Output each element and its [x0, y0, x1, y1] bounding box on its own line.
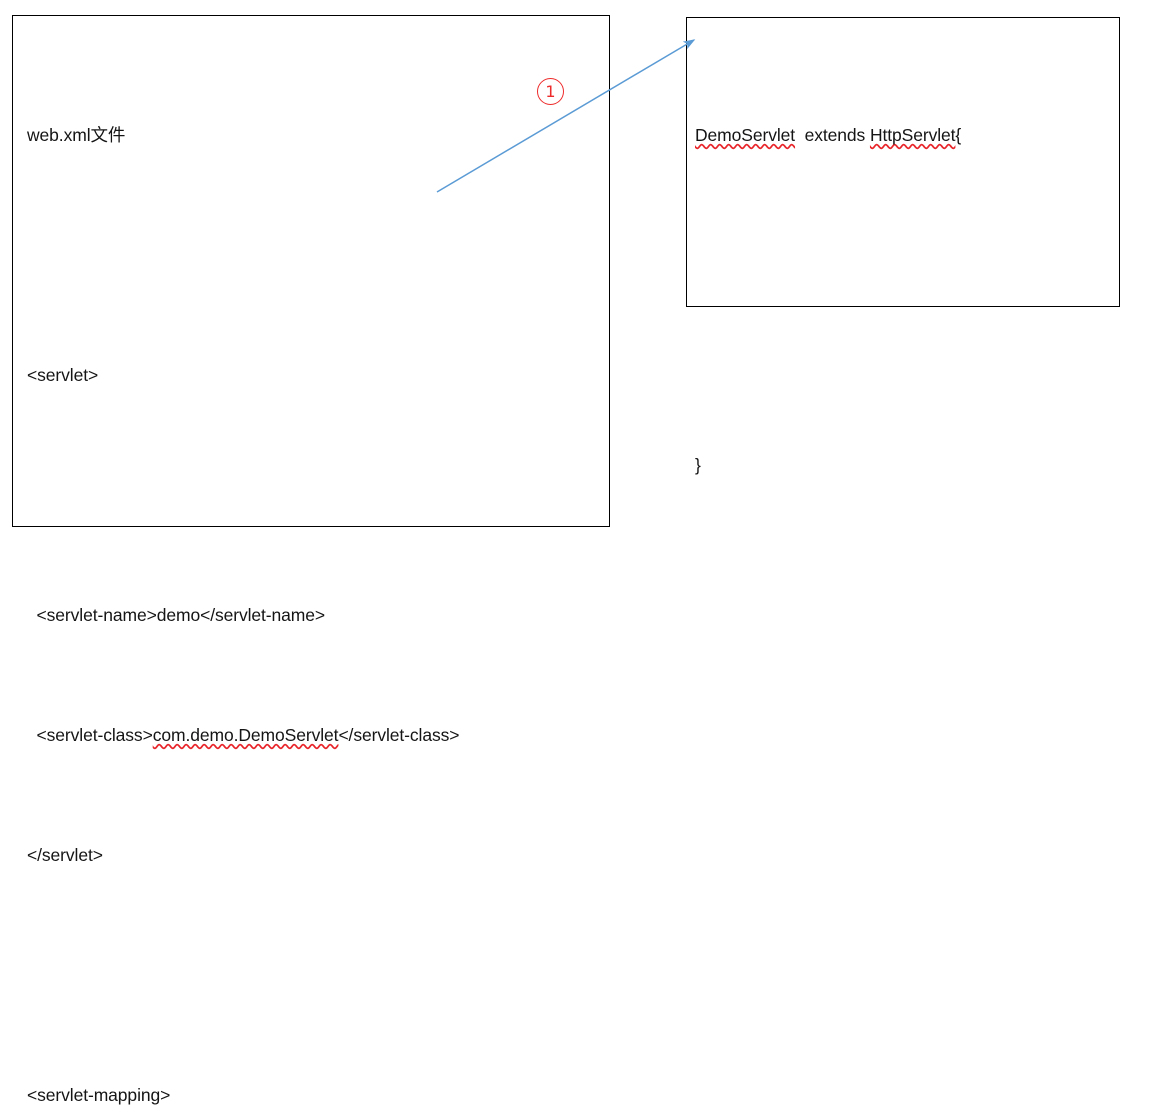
java-class-panel: DemoServlet extends HttpServlet{ }: [686, 17, 1120, 475]
xml-line-title: web.xml文件: [27, 125, 126, 145]
xml-line-servlet-open: <servlet>: [27, 365, 99, 385]
slide-canvas: web.xml文件 <servlet> <servlet-name>demo</…: [12, 15, 1120, 1105]
java-class-code: DemoServlet extends HttpServlet{ }: [695, 30, 1113, 570]
xml-line-blank-3: [27, 960, 603, 990]
java-line-blank-1: [695, 240, 1113, 270]
xml-line-servlet-name: <servlet-name>demo</servlet-name>: [27, 605, 326, 625]
xml-line-blank-2: [27, 480, 603, 510]
xml-line-mapping-open: <servlet-mapping>: [27, 1085, 171, 1105]
xml-line-servlet-close: </servlet>: [27, 845, 103, 865]
java-line-blank-2: [695, 330, 1113, 360]
java-line-declaration: DemoServlet extends HttpServlet{: [695, 120, 1113, 150]
xml-line-blank-1: [27, 240, 603, 270]
web-xml-panel: web.xml文件 <servlet> <servlet-name>demo</…: [12, 15, 610, 1105]
xml-line-servlet-class: <servlet-class>com.demo.DemoServlet</ser…: [27, 720, 603, 750]
servlet-class-value: com.demo.DemoServlet: [152, 725, 339, 745]
java-brace-open: {: [955, 125, 962, 145]
web-xml-code: web.xml文件 <servlet> <servlet-name>demo</…: [27, 30, 603, 1106]
java-extends-keyword: extends: [804, 125, 870, 145]
servlet-class-close-tag: </servlet-class>: [338, 725, 460, 745]
servlet-class-open-tag: <servlet-class>: [27, 725, 153, 745]
java-line-brace-close: }: [695, 455, 701, 475]
java-spacer: [795, 125, 805, 145]
java-class-name: DemoServlet: [695, 125, 796, 145]
callout-marker-1: 1: [537, 78, 564, 105]
java-super-class: HttpServlet: [869, 125, 956, 145]
